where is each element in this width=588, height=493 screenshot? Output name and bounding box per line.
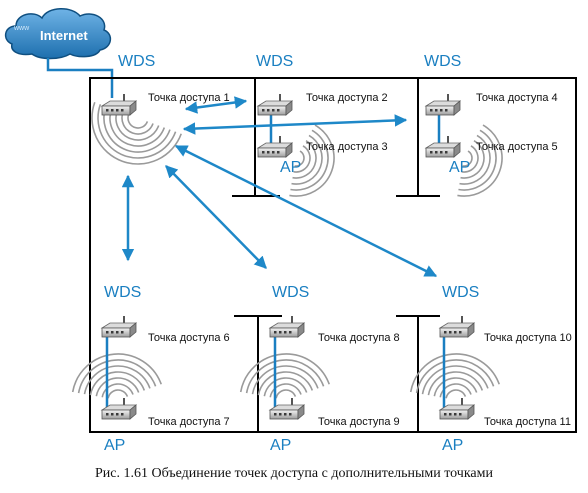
wave-arc (89, 371, 146, 396)
wave-arc (109, 108, 166, 147)
cloud-label: Internet (40, 28, 88, 43)
ap-label-6: Точка доступа 6 (148, 332, 230, 344)
ap-label-8: Точка доступа 8 (318, 332, 400, 344)
ap-mode-label: AP (104, 437, 125, 454)
figure-caption: Рис. 1.61 Объединение точек доступа с до… (95, 466, 493, 481)
router-icon (438, 316, 476, 338)
router-icon (100, 94, 138, 116)
wave-arc (421, 365, 489, 395)
wave-arc (103, 106, 171, 153)
wave-arc (91, 101, 182, 165)
wave-arc (97, 104, 177, 159)
wds-label: WDS (272, 284, 309, 301)
wave-arc (457, 124, 503, 197)
ap-label-3: Точка доступа 3 (306, 141, 388, 153)
wave-arc (415, 359, 495, 394)
cloud-small-text: www (13, 25, 30, 32)
wave-arc (439, 383, 472, 398)
wave-arc (127, 114, 149, 129)
internet-link (46, 58, 114, 98)
ap-mode-label: AP (270, 437, 291, 454)
wave-arc (458, 129, 497, 191)
wave-arc (462, 150, 473, 167)
wave-arc (459, 134, 491, 185)
wave-arc (269, 383, 302, 398)
internet-cloud: www Internet (4, 8, 112, 60)
router-icon (268, 316, 306, 338)
ap-mode-label: AP (449, 159, 470, 176)
wds-arrows (121, 96, 438, 278)
ap-label-5: Точка доступа 5 (476, 141, 558, 153)
wave-arc (71, 353, 162, 393)
ap-name-labels: Точка доступа 1 Точка доступа 2 Точка до… (148, 92, 572, 428)
ap-mode-label: AP (280, 159, 301, 176)
router-icon (424, 94, 462, 116)
router-icon (256, 136, 294, 158)
wave-arc (107, 389, 129, 399)
wave-arc (95, 377, 140, 397)
ap-label-2: Точка доступа 2 (306, 92, 388, 104)
router-icon (100, 398, 138, 420)
wds-label: WDS (442, 284, 479, 301)
wds-label: WDS (118, 53, 155, 70)
arrow-ap1-ap2 (184, 96, 248, 114)
wds-label: WDS (256, 53, 293, 70)
wave-arc (101, 383, 134, 398)
router-icon (438, 398, 476, 420)
ap-label-11: Точка доступа 11 (484, 416, 571, 428)
ap-label-9: Точка доступа 9 (318, 416, 400, 428)
ap-label-1: Точка доступа 1 (148, 92, 230, 104)
arrow-ap1-ap8 (165, 165, 267, 269)
ap-label-10: Точка доступа 10 (484, 332, 572, 344)
wave-arc (121, 112, 154, 135)
wave-arc (115, 110, 160, 141)
wds-labels: WDS WDS WDS WDS WDS WDS (104, 53, 479, 301)
router-icon (100, 316, 138, 338)
arrow-ap1-ap4 (182, 114, 408, 135)
wave-arc (83, 365, 151, 395)
router-icon (268, 398, 306, 420)
wave-arc (433, 377, 478, 397)
arrow-ap1-ap10 (174, 144, 438, 278)
ap-label-7: Точка доступа 7 (148, 416, 230, 428)
router-icon (256, 94, 294, 116)
wave-arc (245, 359, 325, 394)
wave-arc (461, 145, 479, 173)
ap-label-4: Точка доступа 4 (476, 92, 558, 104)
wave-arc (77, 359, 157, 394)
wave-arc (409, 353, 500, 393)
access-point-devices (100, 94, 476, 420)
router-icon (424, 136, 462, 158)
wave-arc (460, 139, 485, 179)
wave-arc (239, 353, 330, 393)
wave-arc (263, 377, 308, 397)
wds-label: WDS (424, 53, 461, 70)
ap-mode-label: AP (442, 437, 463, 454)
wave-arc (257, 371, 314, 396)
wave-arc (445, 389, 467, 399)
wave-arc (251, 365, 319, 395)
wave-arc (275, 389, 297, 399)
wave-arc (427, 371, 484, 396)
wds-label: WDS (104, 284, 141, 301)
